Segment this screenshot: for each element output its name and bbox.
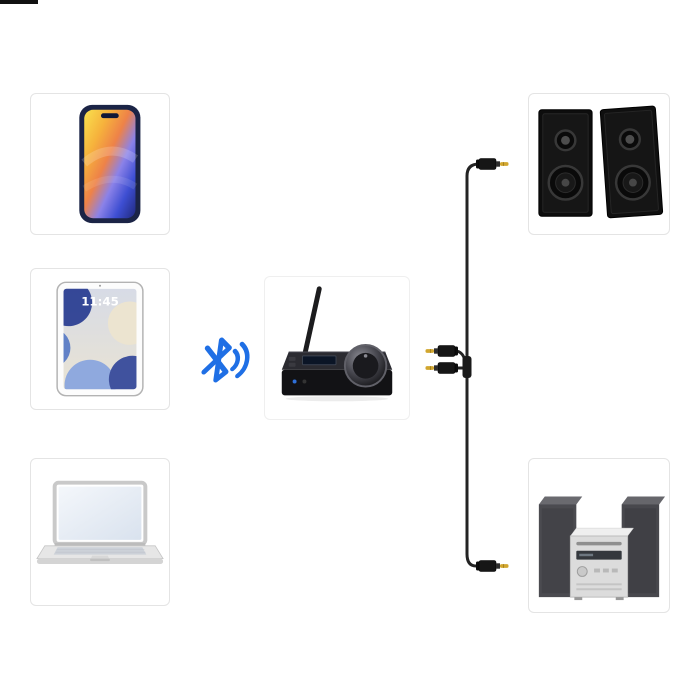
laptop-icon (36, 480, 164, 565)
tablet-clock: 11:45 (81, 294, 119, 308)
cable-trunk (465, 162, 480, 568)
phone-notch (100, 113, 119, 119)
stereo-system-icon (538, 496, 666, 601)
speakers-panel (528, 93, 670, 235)
smartphone-panel (30, 93, 170, 235)
stereo-display (576, 550, 622, 560)
cable-stub-upper (454, 349, 468, 368)
device-button (288, 356, 296, 361)
bookshelf-speakers-icon (538, 105, 664, 219)
stereo-panel (528, 458, 670, 613)
cd-slot (576, 541, 622, 546)
tablet-screen: 11:45 (63, 288, 137, 390)
laptop-trackpad (91, 555, 109, 559)
status-led (302, 379, 307, 384)
aux-jack-connector (425, 362, 459, 374)
stereo-button (594, 568, 600, 573)
bluetooth-transmitter-icon (281, 286, 393, 402)
status-led (292, 379, 297, 384)
tablet-camera (99, 284, 101, 287)
stereo-speaker-right (621, 496, 666, 598)
laptop-front-edge (36, 558, 164, 565)
bluetooth-icon (201, 337, 250, 383)
aux-jack-connector (475, 560, 509, 572)
aux-jack-connector (425, 345, 459, 357)
stereo-main-unit (569, 527, 634, 601)
device-button (288, 362, 296, 367)
smartphone-icon (79, 104, 141, 224)
tablet-icon: 11:45 (56, 281, 144, 397)
laptop-panel (30, 458, 170, 606)
transmitter-panel (264, 276, 410, 420)
bluetooth-wave-outer (235, 341, 250, 379)
stereo-button (602, 568, 609, 573)
bluetooth-wave-inner (230, 348, 241, 372)
speaker-right (599, 105, 664, 219)
laptop-keyboard (53, 547, 147, 555)
device-display (301, 355, 337, 366)
antenna (301, 286, 322, 359)
phone-screen (84, 109, 136, 219)
speaker-left (538, 109, 593, 217)
aux-jack-connector (475, 158, 509, 170)
tablet-panel: 11:45 (30, 268, 170, 410)
bluetooth-rune (201, 337, 232, 383)
cable-splitter-sleeve (462, 356, 472, 378)
stereo-knob (576, 566, 588, 577)
top-left-mark (0, 0, 38, 4)
stereo-button (611, 568, 618, 573)
laptop-screen (58, 486, 142, 540)
